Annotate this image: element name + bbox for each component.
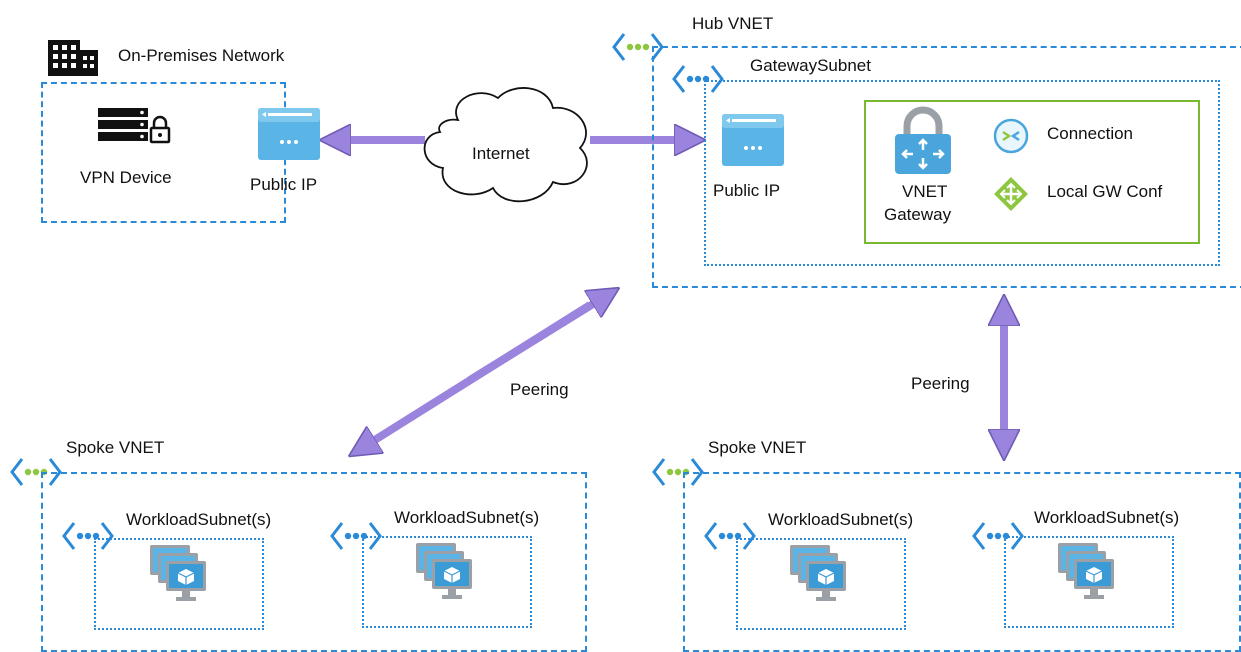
spoke-left-subnet-a-vm-icon	[150, 545, 206, 601]
gateway-subnet-title: GatewaySubnet	[750, 56, 871, 75]
spoke-left-title: Spoke VNET	[66, 438, 165, 457]
spoke-right-subnet-a-box	[736, 538, 906, 630]
vnet-gateway-label-line1: VNET	[902, 182, 948, 201]
gateway-subnet-icon	[672, 65, 724, 93]
local-gw-conf-label: Local GW Conf	[1047, 182, 1163, 201]
spoke-left-subnet-a-icon	[62, 522, 114, 550]
hub-public-ip-label: Public IP	[713, 181, 781, 200]
spoke-left-vnet-box	[41, 472, 587, 652]
spoke-right-subnet-b-box	[1004, 536, 1174, 628]
connection-label: Connection	[1047, 124, 1134, 143]
hub-vnet-box	[652, 46, 1241, 288]
peering-right-label: Peering	[911, 374, 970, 393]
spoke-left-subnet-b-title: WorkloadSubnet(s)	[394, 508, 540, 527]
local-gw-conf-icon	[994, 177, 1028, 211]
onprem-public-ip-icon	[258, 108, 320, 160]
spoke-left-subnet-b-box	[362, 536, 532, 628]
spoke-right-subnet-b-vm-icon	[1058, 543, 1114, 599]
internet-label: Internet	[472, 144, 530, 163]
spoke-right-subnet-a-icon	[704, 522, 756, 550]
internet-cloud-icon	[423, 87, 588, 203]
spoke-right-vnet-box	[683, 472, 1241, 652]
vpn-device-icon	[98, 108, 171, 144]
peering-left-label: Peering	[510, 380, 569, 399]
gateway-subnet-box	[704, 80, 1220, 266]
spoke-left-subnet-a-box	[94, 538, 264, 630]
arrow-peering-left-back	[467, 296, 606, 384]
onprem-network-box	[41, 82, 286, 223]
building-icon	[48, 40, 98, 76]
spoke-left-subnet-b-vm-icon	[416, 543, 472, 599]
spoke-right-subnet-a-vm-icon	[790, 545, 846, 601]
spoke-right-subnet-b-title: WorkloadSubnet(s)	[1034, 508, 1180, 527]
spoke-right-subnet-a-title: WorkloadSubnet(s)	[768, 510, 914, 529]
vpn-device-label: VPN Device	[80, 168, 172, 187]
vnet-gateway-icon	[895, 106, 951, 174]
onprem-public-ip-label: Public IP	[250, 175, 318, 194]
hub-public-ip-icon	[722, 114, 784, 166]
hub-vnet-title: Hub VNET	[692, 14, 774, 33]
spoke-right-title: Spoke VNET	[708, 438, 807, 457]
spoke-left-subnet-a-title: WorkloadSubnet(s)	[126, 510, 272, 529]
vnet-gateway-label-line2: Gateway	[884, 205, 952, 224]
connection-icon	[993, 118, 1029, 154]
onprem-title: On-Premises Network	[118, 46, 285, 65]
